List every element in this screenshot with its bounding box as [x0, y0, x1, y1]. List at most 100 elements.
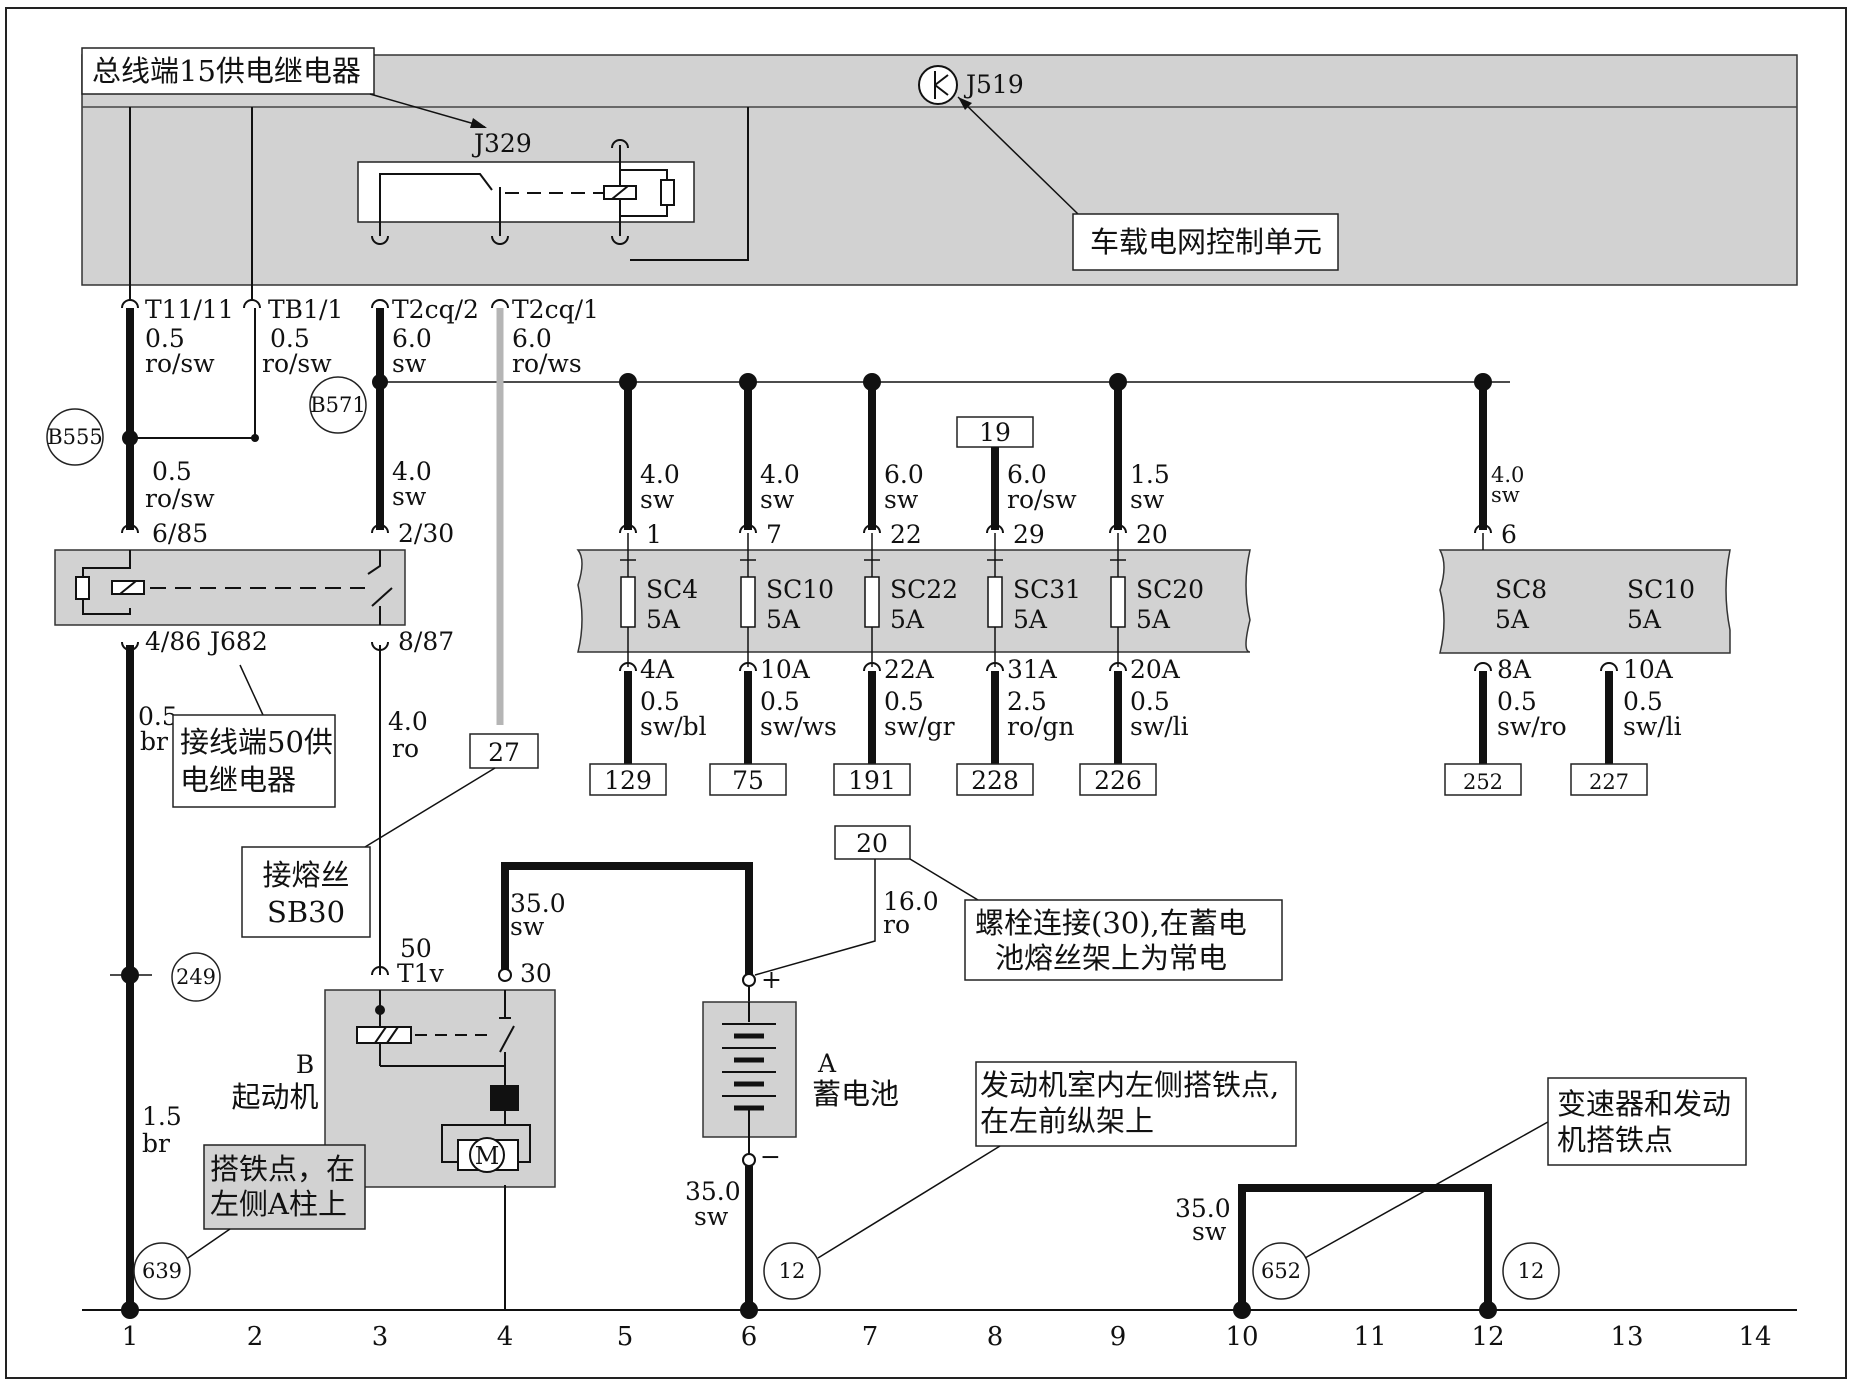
bus-junction [739, 373, 757, 391]
wire-b555-color: ro/sw [145, 484, 215, 513]
fuse-out-gauge: 0.5 [1130, 687, 1170, 716]
wire-bolt-30 [754, 859, 876, 976]
fuse-panel-right [1438, 549, 1731, 654]
j519-pointer-arrow [958, 97, 972, 110]
a-pillar-text-2: 左侧A柱上 [210, 1187, 347, 1221]
fuse-feed-gauge: 4.0 [640, 460, 680, 489]
circle-b555-label: B555 [47, 425, 103, 449]
trans-ground-callout [1547, 1077, 1747, 1166]
right-out-pin-label: 8A [1497, 655, 1532, 684]
right-feed-color: sw [1491, 483, 1520, 507]
bolt-text-2: 池熔丝架上为常电 [995, 941, 1227, 975]
ref-19-label: 19 [979, 418, 1011, 447]
fuse-out-pin [619, 662, 637, 672]
fuse-name: SC4 [646, 575, 698, 604]
wire-t2cq2-gauge: 6.0 [392, 324, 432, 353]
fuse-feed-gauge: 4.0 [760, 460, 800, 489]
circle-12b-label: 12 [1518, 1259, 1545, 1283]
column-number: 11 [1353, 1322, 1386, 1352]
fuse-feed-color: sw [884, 485, 919, 514]
fuse-icon [740, 576, 756, 628]
fuse-feed-pin-label: 20 [1136, 520, 1168, 549]
fuse-out-gauge: 0.5 [760, 687, 800, 716]
wire-col1-gauge: 1.5 [142, 1102, 182, 1131]
engine-ground-text-2: 在左前纵架上 [980, 1104, 1154, 1138]
fuse-feed-pin [863, 524, 881, 534]
fuse-feed-gauge: 1.5 [1130, 460, 1170, 489]
j682-internal [75, 550, 393, 625]
starter-name: 起动机 [231, 1080, 318, 1114]
sb30-pointer [364, 767, 496, 848]
bolt-text-1: 螺栓连接(30),在蓄电 [975, 906, 1247, 940]
fuse-layer: 4.0sw1SC45A4A0.5sw/bl1294.0sw7SC105A10A0… [589, 373, 1695, 796]
term50-pointer [239, 664, 264, 716]
column-number: 13 [1610, 1322, 1643, 1352]
wire-87-color: ro [392, 734, 419, 763]
fuse-feed-color: sw [640, 485, 675, 514]
t1v-label: T1v [397, 959, 445, 988]
ref-box-20 [834, 825, 911, 860]
ground-node [1479, 1301, 1497, 1319]
fuse-icon [1110, 576, 1126, 628]
battery-name: 蓄电池 [812, 1077, 899, 1111]
term50-text-1: 接线端50供 [180, 725, 333, 759]
fuse-feed-pin [619, 524, 637, 534]
battery-id: A [817, 1049, 837, 1078]
fuse-feed-pin [739, 524, 757, 534]
right-out-ref: 227 [1589, 770, 1629, 794]
ground-nodes [121, 1301, 1497, 1319]
column-number: 3 [372, 1322, 389, 1352]
j682-label: J682 [207, 627, 268, 656]
fuse-amps: 5A [766, 605, 801, 634]
right-out-gauge: 0.5 [1623, 687, 1663, 716]
fuse-icon [864, 576, 880, 628]
fuse-out-color: ro/gn [1007, 712, 1075, 741]
battery-cells-icon [722, 1002, 776, 1137]
fuse-amps: 5A [890, 605, 925, 634]
wire-j682-gauge: 0.5 [138, 702, 178, 731]
fuse-out-color: sw/ws [760, 712, 837, 741]
column-number: 5 [617, 1322, 634, 1352]
right-out-color: sw/ro [1497, 712, 1567, 741]
ground-node [740, 1301, 758, 1319]
column-number: 7 [862, 1322, 879, 1352]
ground-node [1233, 1301, 1251, 1319]
circle-12a [763, 1242, 821, 1300]
fuse-feed-gauge: 6.0 [884, 460, 924, 489]
fuse-out-pin [739, 662, 757, 672]
fuse-amps: 5A [1136, 605, 1171, 634]
top-connector-pins [121, 299, 509, 309]
fuse-out-ref: 226 [1094, 766, 1142, 795]
motor-symbol: M [475, 1142, 500, 1170]
column-number: 1 [122, 1322, 139, 1352]
ref-27-label: 27 [488, 738, 520, 767]
wire-t11-gauge: 0.5 [145, 324, 185, 353]
conn-6-85: 6/85 [152, 519, 208, 548]
bus-junction [863, 373, 881, 391]
right-out-pin [1600, 662, 1618, 672]
term30-node [498, 968, 512, 982]
wire-bolt-gauge: 16.0 [883, 887, 939, 916]
fuse-icon [620, 576, 636, 628]
ref-20-label: 20 [856, 829, 888, 858]
fuse-out-ref: 228 [971, 766, 1019, 795]
term50-text-2: 电继电器 [180, 763, 296, 797]
ref-box-27 [469, 733, 539, 769]
fuse-out-ref-box [709, 763, 787, 796]
circle-652-label: 652 [1261, 1259, 1301, 1283]
j519-transistor-icon [918, 65, 958, 105]
starter-id: B [296, 1050, 314, 1079]
wire-starter-color: sw [510, 912, 545, 941]
j682-pins [121, 524, 389, 651]
wire-b555-gauge: 0.5 [152, 457, 192, 486]
fuse-amps: 5A [1013, 605, 1048, 634]
fuse-feed-pin-label: 7 [766, 520, 782, 549]
wire-bolt-color: ro [883, 910, 910, 939]
bus-junction [1109, 373, 1127, 391]
conn-t2cq-1: T2cq/1 [512, 295, 599, 324]
trans-ground-text-1: 变速器和发动 [1557, 1087, 1731, 1121]
sb30-text-2: SB30 [267, 895, 345, 929]
j329-label: J329 [471, 129, 532, 158]
j329-pins [371, 139, 629, 245]
